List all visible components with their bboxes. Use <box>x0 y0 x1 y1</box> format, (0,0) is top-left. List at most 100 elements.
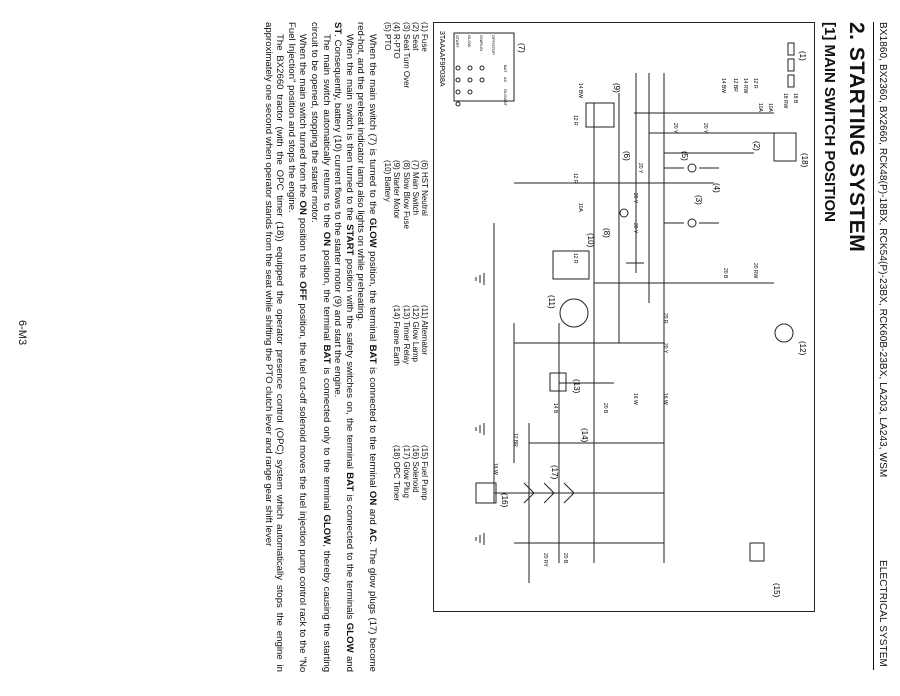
legend-item: (12) Glow Lamp <box>410 305 420 362</box>
legend-item: (18) OPC Timer <box>392 445 402 502</box>
wire-label: 20 B <box>602 403 608 414</box>
callout-label: (8) <box>602 228 611 238</box>
alternator-symbol <box>559 298 589 328</box>
diagram-callouts: (1)(2)(3)(4)(5)(6)(7)(8)(9)(10)(11)(12)(… <box>500 43 809 598</box>
wire-label: 18 B <box>792 93 798 104</box>
legend-item: (16) Solenoid <box>410 445 420 493</box>
callout-label: (14) <box>580 428 589 443</box>
solenoid-symbol <box>475 482 497 504</box>
wire-label: 12 R <box>572 253 578 264</box>
switch-terminal-label: GLOW <box>503 89 508 101</box>
wire-label: 14 B <box>552 403 558 414</box>
diagram-code: 3TAAAAF9P038A <box>438 31 445 87</box>
legend-item: (11) Alternator <box>420 305 429 356</box>
legend-item: (3) Seat Turn Over <box>401 22 411 89</box>
fuse-symbol <box>787 42 795 56</box>
switch-position-label: OFF/STOP <box>491 35 496 55</box>
callout-label: (16) <box>500 493 509 508</box>
wire-label: 20 Y <box>637 163 643 174</box>
callout-label: (15) <box>772 583 781 598</box>
wire-label: 18 RW <box>782 93 788 108</box>
callout-label: (18) <box>800 153 809 168</box>
legend-item: (7) Main Switch <box>410 160 420 216</box>
wire-label: 20 Y <box>632 223 638 234</box>
switch-node <box>619 208 629 218</box>
wire-label: 16 W <box>632 393 638 405</box>
wire-label: 14 RW <box>742 78 748 93</box>
wire-label: 12 R <box>572 115 578 126</box>
page-number: 6-M3 <box>16 320 28 346</box>
opc-timer-symbol <box>773 132 797 162</box>
legend-col-4: (15) Fuel Pump (16) Solenoid (17) Glow P… <box>392 445 429 501</box>
wire-label: 20 RY <box>542 553 548 567</box>
callout-label: (7) <box>517 43 526 53</box>
wire-label: 10A <box>767 103 773 113</box>
switch-node <box>687 218 697 228</box>
switch-terminal-label: BAT <box>503 65 508 73</box>
ground-symbol <box>475 423 485 435</box>
switch-contact-mark <box>455 65 461 71</box>
wiring-diagram-drawing: (1)(2)(3)(4)(5)(6)(7)(8)(9)(10)(11)(12)(… <box>438 31 809 598</box>
switch-contact-mark <box>455 101 461 107</box>
callout-label: (11) <box>547 295 556 309</box>
switch-terminal-label: ST <box>503 101 508 107</box>
legend-col-1: (1) Fuse (2) Seat (3) Seat Turn Over (4)… <box>383 22 429 88</box>
switch-contact-mark <box>479 77 485 83</box>
wire-label: 14 BW <box>720 78 726 93</box>
switch-position-label: START <box>455 35 460 48</box>
section-subtitle: [1] MAIN SWITCH POSITION <box>821 22 838 222</box>
legend-item: (2) Seat <box>410 22 420 51</box>
wire-label: 20 B <box>562 553 568 564</box>
legend-item: (15) Fuel Pump <box>420 445 429 501</box>
callout-label: (10) <box>586 233 595 248</box>
wire-label: 20 B <box>722 268 728 279</box>
legend-item: (9) Starter Motor <box>392 160 402 219</box>
switch-contact-mark <box>455 77 461 83</box>
wire-label: 20 Y <box>702 123 708 134</box>
page-title: 2. STARTING SYSTEM <box>845 22 868 253</box>
battery-symbol <box>552 250 590 280</box>
wire-label: 20 Y <box>632 193 638 204</box>
body-paragraph: When the main switch is then turned to t… <box>332 22 355 672</box>
wire-label: 12 R <box>572 173 578 184</box>
callout-label: (9) <box>612 83 621 93</box>
wire-label: 14 BW <box>577 83 583 98</box>
callout-label: (13) <box>572 379 581 394</box>
fuse-symbol <box>787 58 795 72</box>
callout-label: (3) <box>694 195 703 205</box>
wire-label: 16 W <box>662 393 668 405</box>
switch-contact-mark <box>455 89 461 95</box>
wire-label: 12 BR <box>512 433 518 447</box>
glow-lamp-symbol <box>774 323 794 343</box>
legend-item: (4) R-PTO <box>392 22 402 59</box>
wire-label: 20 R <box>662 313 668 324</box>
ground-symbol <box>475 273 485 285</box>
switch-position-label: ON/RUN <box>479 35 484 51</box>
callout-label: (4) <box>712 183 721 193</box>
switch-contact-mark <box>467 65 473 71</box>
switch-contact-mark <box>479 65 485 71</box>
main-switch-table <box>453 32 515 102</box>
header-models: BX1860, BX2360, BX2660, RCK48(P)-18BX, R… <box>877 22 888 478</box>
body-paragraph: When the main switch turned from the ON … <box>285 22 309 673</box>
switch-contact-mark <box>467 77 473 83</box>
callout-label: (12) <box>798 341 807 356</box>
callout-label: (2) <box>752 141 761 151</box>
starter-motor-symbol <box>585 102 615 128</box>
wire-label: 20 Y <box>662 343 668 354</box>
body-text: When the main switch (7) is turned to th… <box>262 22 378 672</box>
body-paragraph: The main switch automatically returns to… <box>309 22 332 673</box>
switch-contacts <box>626 167 719 264</box>
wire-label: 12 R <box>752 78 758 89</box>
legend-item: (8) Slow Blow Fuse <box>401 160 411 229</box>
fuse-symbol <box>787 74 795 88</box>
body-paragraph: When the main switch (7) is turned to th… <box>355 22 378 673</box>
switch-contact-mark <box>467 89 473 95</box>
legend-item: (1) Fuse <box>420 22 429 52</box>
legend-col-2: (6) HST Neutral (7) Main Switch (8) Slow… <box>383 160 429 229</box>
wire-label: 10A <box>757 103 763 113</box>
diagram-wire-labels: 12 R 14 RW 12 BR 14 BW 20 Y 20 Y 20 Y 20 Y 20 Y 1… <box>492 78 798 567</box>
